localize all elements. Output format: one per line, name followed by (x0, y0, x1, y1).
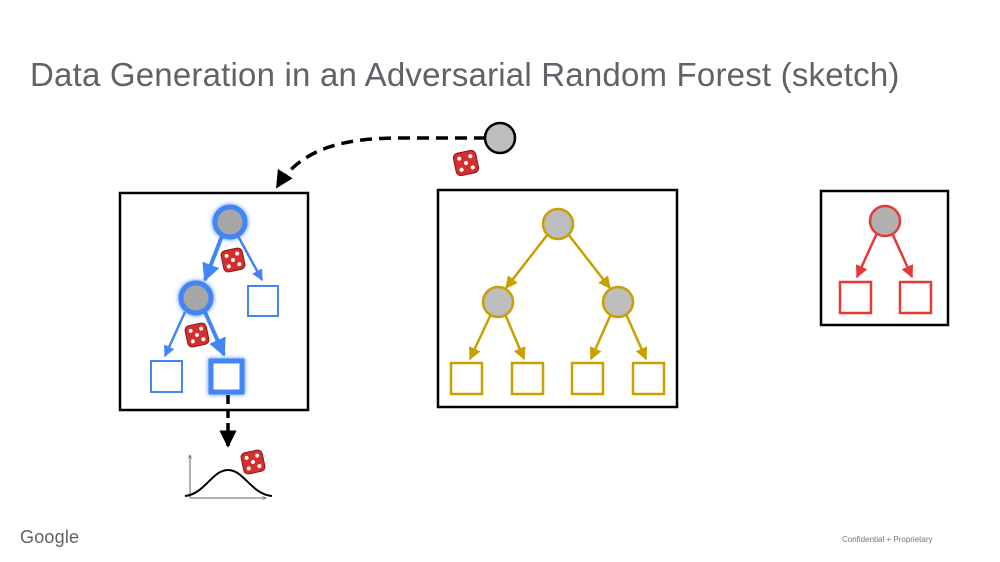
dice-icon (452, 149, 480, 177)
tree-edge (624, 313, 648, 361)
tree-node (601, 285, 635, 319)
tree-edge (202, 235, 224, 282)
tree-edge (236, 235, 264, 281)
bell-curve-icon (184, 455, 273, 498)
google-logo: Google (20, 527, 80, 547)
tree-1-frame (118, 191, 310, 412)
tree-leaf (898, 280, 933, 315)
start-node (483, 121, 517, 155)
footer-confidential-label: Confidential + Proprietary (842, 535, 933, 544)
tree-edge (503, 313, 526, 361)
tree-edge (163, 311, 187, 358)
tree-leaf (150, 360, 183, 393)
dice-icon (183, 321, 211, 349)
tree-leaf (247, 285, 279, 317)
tree-1 (118, 191, 310, 412)
tree-node (868, 204, 902, 238)
tree-edge (505, 233, 549, 289)
page-title: Data Generation in an Adversarial Random… (30, 56, 900, 93)
tree-leaf (449, 361, 484, 396)
tree-node (481, 285, 515, 319)
dice-icon (239, 448, 267, 476)
tree-node (178, 280, 214, 316)
dashed-sampling-arrow (275, 136, 486, 189)
tree-2-frame (436, 188, 679, 409)
tree-node (212, 204, 248, 240)
tree-edge (589, 313, 613, 361)
dice-icon (219, 246, 247, 274)
tree-leaf (570, 361, 605, 396)
tree-3-frame (819, 189, 950, 327)
tree-edge (567, 233, 611, 289)
tree-node (541, 207, 575, 241)
tree-leaf (838, 280, 873, 315)
tree-edge (203, 311, 226, 357)
tree-3 (819, 189, 950, 327)
tree-edge (468, 313, 493, 361)
tree-edge (890, 232, 914, 279)
tree-edge (855, 232, 879, 279)
sampling-start-group (275, 121, 517, 189)
tree-leaf (510, 361, 545, 396)
tree-leaf (631, 361, 666, 396)
tree-2 (436, 188, 679, 409)
selected-leaf (208, 358, 245, 395)
